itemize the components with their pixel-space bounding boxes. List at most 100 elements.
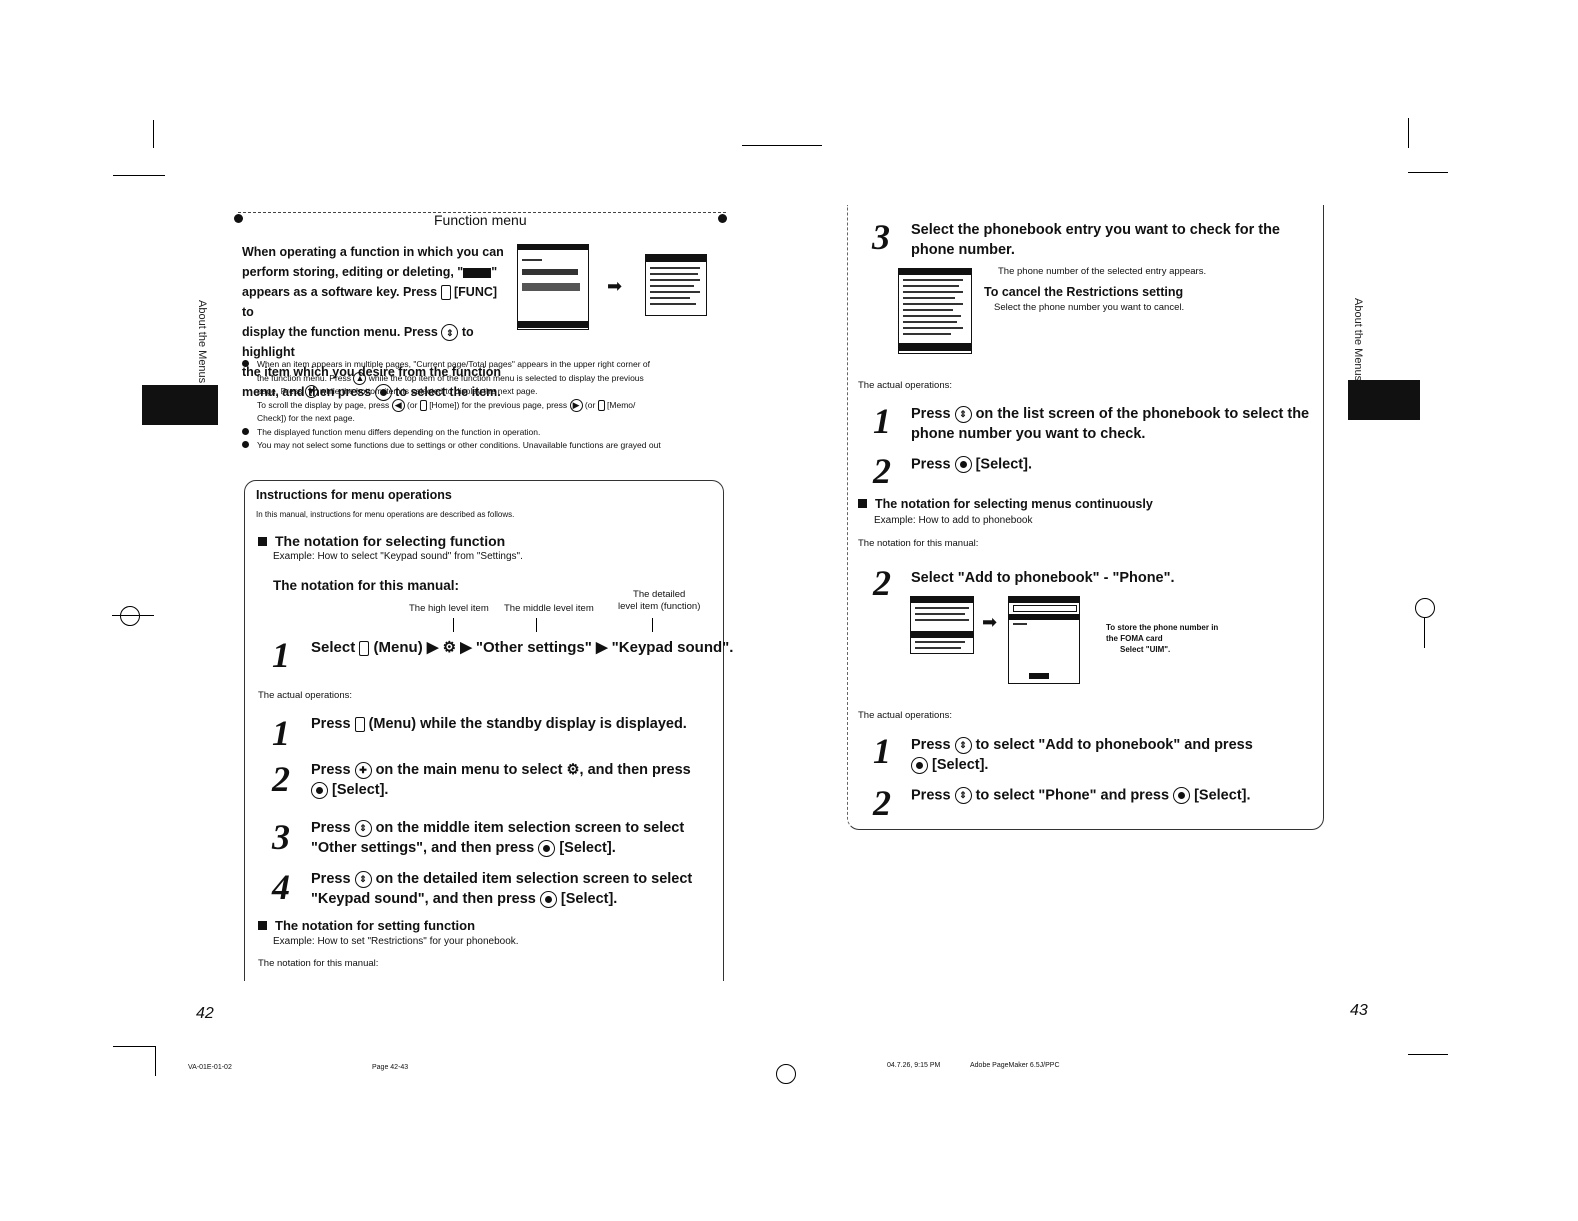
cancel-heading: To cancel the Restrictions setting xyxy=(984,285,1184,299)
softkey-icon xyxy=(463,267,492,278)
registration-mark xyxy=(1415,598,1435,618)
actual-label: The actual operations: xyxy=(858,380,953,391)
crop-mark xyxy=(1408,1054,1448,1055)
footer-app: Adobe PageMaker 6.5J/PPC xyxy=(970,1062,1060,1069)
down-key-icon: ▼ xyxy=(304,385,318,399)
side-tab-right xyxy=(1348,380,1420,420)
phone-screen-phonebook xyxy=(898,268,972,354)
step-num: 2 xyxy=(873,783,891,823)
crop-mark xyxy=(742,145,822,146)
box-subtitle: In this manual, instructions for menu op… xyxy=(256,510,515,519)
footer-id: VA-01E-01-02 xyxy=(188,1064,232,1071)
updown-key-icon: ⇕ xyxy=(954,787,972,804)
left-key-icon: ◀ xyxy=(391,398,405,412)
center-key-icon xyxy=(954,456,972,473)
notation-label: The notation for this manual: xyxy=(273,578,459,593)
menu-key-icon xyxy=(359,640,370,656)
pointer-line xyxy=(453,618,454,632)
center-key-icon xyxy=(1173,787,1191,804)
setting-heading: The notation for setting function xyxy=(258,918,475,933)
continuous-heading: The notation for selecting menus continu… xyxy=(858,497,1153,511)
crop-mark xyxy=(1408,118,1409,148)
footer-date: 04.7.26, 9:15 PM xyxy=(887,1062,941,1069)
continuous-step: Select "Add to phonebook" - "Phone". xyxy=(911,570,1175,586)
selecting-example: Example: How to select "Keypad sound" fr… xyxy=(273,551,523,562)
center-key-icon xyxy=(538,839,556,857)
setting-notation: The notation for this manual: xyxy=(258,958,379,969)
updown-key-icon: ⇕ xyxy=(954,405,972,423)
page-number-left: 42 xyxy=(196,1005,214,1022)
phone-screen-add-phonebook xyxy=(1008,596,1080,684)
pointer-line xyxy=(652,618,653,632)
phone-screen-func-menu xyxy=(910,596,974,654)
step3-text: Select the phonebook entry you want to c… xyxy=(911,222,1280,258)
bullet-marker xyxy=(234,214,243,223)
func-key-icon xyxy=(440,285,451,301)
notes-list: When an item appears in multiple pages, … xyxy=(242,358,722,453)
side-label-left: About the Menus xyxy=(196,300,208,384)
notation-step-num: 1 xyxy=(272,635,290,675)
multi-key-icon: ✚ xyxy=(354,761,372,779)
settings-icon: ⚙ xyxy=(442,639,457,656)
step-num: 1 xyxy=(873,731,891,771)
updown-key-icon: ⇕ xyxy=(354,819,372,837)
actual-label: The actual operations: xyxy=(858,710,953,721)
registration-mark xyxy=(776,1064,796,1084)
actual-label: The actual operations: xyxy=(258,690,353,701)
settings-icon: ⚙ xyxy=(566,762,580,778)
continuous-example: Example: How to add to phonebook xyxy=(874,515,1033,526)
bullet-marker xyxy=(718,214,727,223)
side-label-right: About the Menus xyxy=(1352,298,1364,382)
step-num: 2 xyxy=(873,451,891,491)
step-text: Press ⇕ on the middle item selection scr… xyxy=(311,819,685,857)
center-key-icon xyxy=(311,781,328,799)
crop-mark xyxy=(1424,618,1425,648)
step-num: 3 xyxy=(272,817,290,857)
continuous-notation: The notation for this manual: xyxy=(858,538,979,549)
center-key-icon xyxy=(911,756,928,774)
step-num: 2 xyxy=(272,759,290,799)
step-num: 4 xyxy=(272,867,290,907)
registration-mark xyxy=(120,606,140,626)
col-mid: The middle level item xyxy=(504,603,594,614)
arrow-right-icon: ➡ xyxy=(607,276,623,296)
col-high: The high level item xyxy=(409,603,489,614)
updown-key-icon: ⇕ xyxy=(354,870,372,888)
step-text: Press ⇕ on the list screen of the phoneb… xyxy=(911,405,1310,442)
step-num: 2 xyxy=(873,563,891,603)
center-key-icon xyxy=(539,890,557,908)
crop-mark xyxy=(155,1046,156,1076)
right-key-icon: ▶ xyxy=(569,398,583,412)
step-text: Press [Select]. xyxy=(911,456,1032,473)
step-text: Press ✚ on the main menu to select ⚙, an… xyxy=(311,761,691,799)
section-title-rule xyxy=(238,212,726,214)
updown-key-icon: ⇕ xyxy=(954,736,972,754)
step-text: Press ⇕ to select "Add to phonebook" and… xyxy=(911,736,1253,774)
crop-mark xyxy=(113,1046,155,1047)
center-key-icon xyxy=(374,384,392,402)
step3-note: The phone number of the selected entry a… xyxy=(998,266,1207,277)
phone-screen-function-menu xyxy=(645,254,707,316)
setting-example: Example: How to set "Restrictions" for y… xyxy=(273,936,519,947)
step-text: Press (Menu) while the standby display i… xyxy=(311,716,687,732)
menu-key-icon xyxy=(354,716,365,732)
updown-key-icon: ⇕ xyxy=(441,324,459,342)
right-box xyxy=(847,205,1324,830)
step-text: Press ⇕ on the detailed item selection s… xyxy=(311,870,693,908)
home-key-icon xyxy=(419,399,427,411)
section-title: Function menu xyxy=(434,212,527,228)
step-num: 1 xyxy=(272,713,290,753)
page-number-right: 43 xyxy=(1350,1002,1368,1019)
foma-note: To store the phone number in the FOMA ca… xyxy=(1106,623,1219,654)
instructions-box xyxy=(244,480,724,981)
crop-mark xyxy=(153,120,154,148)
phone-screen-standby xyxy=(517,244,589,330)
crop-mark xyxy=(113,175,165,176)
side-tab-left xyxy=(142,385,218,425)
crop-mark xyxy=(1408,172,1448,173)
up-key-icon: ▲ xyxy=(353,371,367,385)
box-title: Instructions for menu operations xyxy=(256,488,452,502)
footer-page: Page 42-43 xyxy=(372,1064,409,1071)
crop-mark xyxy=(112,615,154,616)
